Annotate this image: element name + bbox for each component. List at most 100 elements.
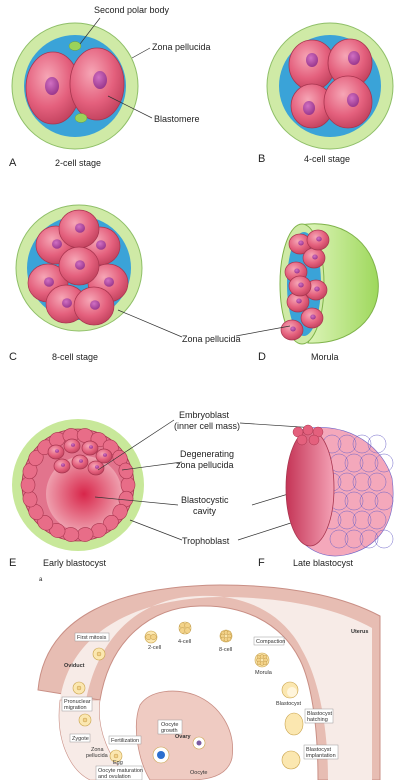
blastomere bbox=[263, 661, 267, 665]
nucleus bbox=[347, 93, 359, 107]
blastomere bbox=[77, 686, 81, 690]
label-zona-sub: pellucida bbox=[86, 753, 109, 759]
label-implantation-sub: implantation bbox=[306, 753, 336, 759]
nucleus bbox=[75, 260, 85, 270]
trophoblast-cell bbox=[375, 530, 393, 548]
nucleus bbox=[306, 53, 318, 67]
nucleus bbox=[52, 239, 62, 249]
trophoblast-cell bbox=[21, 477, 35, 493]
label-cavity: Blastocystic bbox=[181, 495, 229, 505]
nucleus bbox=[90, 300, 100, 310]
oocyte-in-follicle bbox=[157, 751, 165, 759]
panel-b: B 4-cell stage bbox=[258, 23, 393, 165]
nucleus bbox=[298, 283, 304, 288]
nucleus bbox=[314, 287, 320, 292]
blastomere bbox=[185, 623, 191, 629]
stage-title: 4-cell stage bbox=[304, 154, 350, 164]
blastomere bbox=[227, 637, 231, 641]
nucleus bbox=[96, 240, 106, 250]
nucleus bbox=[79, 459, 83, 463]
panel-letter: D bbox=[258, 351, 266, 363]
hatching-blastocyst bbox=[285, 713, 303, 735]
blastomere bbox=[151, 634, 157, 640]
trophoblast-cell bbox=[368, 435, 386, 453]
panel-a: Second polar body Zona pellucida Blastom… bbox=[9, 5, 211, 169]
nucleus bbox=[310, 315, 316, 320]
nucleus bbox=[44, 277, 54, 287]
label-4-cell: 4-cell bbox=[178, 639, 191, 645]
blastomere bbox=[185, 628, 191, 634]
panel-letter: B bbox=[258, 153, 265, 165]
label-degenerating: Degenerating bbox=[180, 449, 234, 459]
inner-cell bbox=[303, 425, 313, 435]
polar-body bbox=[75, 114, 87, 123]
label-blastocyst: Blastocyst bbox=[276, 701, 302, 707]
nucleus bbox=[95, 465, 99, 469]
panel-letter: A bbox=[9, 157, 17, 169]
nucleus bbox=[348, 51, 360, 65]
label-2-cell: 2-cell bbox=[148, 645, 161, 651]
trophoblast-cell bbox=[121, 477, 135, 493]
label-fertilization: Fertilization bbox=[111, 738, 139, 744]
panel-letter: F bbox=[258, 557, 265, 569]
label-trophoblast: Trophoblast bbox=[182, 536, 230, 546]
panel-letter-a: a bbox=[39, 577, 43, 583]
nucleus bbox=[290, 327, 296, 332]
inner-cell bbox=[309, 435, 319, 445]
stage-title: Early blastocyst bbox=[43, 558, 107, 568]
label-degenerating-sub: zona pellucida bbox=[176, 460, 234, 470]
reproductive-tract-panel: a First mitosis 2-cell 4-cell 8-cell Com… bbox=[38, 577, 380, 780]
stage-title: 8-cell stage bbox=[52, 352, 98, 362]
panel-e: E Early blastocyst bbox=[9, 419, 182, 569]
polar-body bbox=[69, 42, 81, 51]
nucleus bbox=[296, 299, 302, 304]
label-hatching-sub: hatching bbox=[307, 717, 328, 723]
label-oocyte: Oocyte bbox=[190, 770, 207, 776]
oocyte bbox=[197, 741, 202, 746]
label-zygote: Zygote bbox=[72, 736, 89, 742]
panel-d: Zona pellucida D Morula bbox=[182, 224, 378, 363]
blastocyst-cavity bbox=[287, 687, 297, 697]
nucleus bbox=[71, 443, 75, 447]
label-blastomere: Blastomere bbox=[154, 114, 200, 124]
blastomere bbox=[97, 652, 101, 656]
label-second-polar-body: Second polar body bbox=[94, 5, 170, 15]
nucleus bbox=[104, 277, 114, 287]
nucleus bbox=[75, 223, 85, 233]
cut-face bbox=[286, 430, 334, 546]
blastomere bbox=[83, 718, 87, 722]
label-uterus: Uterus bbox=[351, 629, 368, 635]
panel-c: C 8-cell stage bbox=[9, 205, 182, 363]
implanting-blastocyst bbox=[282, 751, 300, 769]
stage-title: Late blastocyst bbox=[293, 558, 354, 568]
nucleus bbox=[55, 449, 59, 453]
nucleus bbox=[93, 71, 107, 89]
label-cavity-sub: cavity bbox=[193, 506, 217, 516]
label-zona-pellucida: Zona pellucida bbox=[152, 42, 211, 52]
label-egg: Egg bbox=[113, 760, 123, 766]
stage-title: 2-cell stage bbox=[55, 158, 101, 168]
nucleus bbox=[103, 453, 107, 457]
inner-cell bbox=[297, 435, 307, 445]
stage-title: Morula bbox=[311, 352, 339, 362]
panel-letter: E bbox=[9, 557, 16, 569]
nucleus bbox=[294, 269, 300, 274]
blastomere bbox=[180, 623, 186, 629]
nucleus bbox=[61, 463, 65, 467]
nucleus bbox=[45, 77, 59, 95]
nucleus bbox=[62, 298, 72, 308]
nucleus bbox=[312, 255, 318, 260]
blastomere bbox=[180, 628, 186, 634]
nucleus bbox=[298, 241, 304, 246]
panel-letter: C bbox=[9, 351, 17, 363]
label-embryoblast: Embryoblast bbox=[179, 410, 230, 420]
nucleus bbox=[303, 101, 315, 115]
label-first-mitosis: First mitosis bbox=[77, 635, 107, 641]
label-morula: Morula bbox=[255, 670, 273, 676]
nucleus bbox=[316, 237, 322, 242]
label-pronuclear-sub: migration bbox=[64, 705, 87, 711]
label-zona-pellucida: Zona pellucida bbox=[182, 334, 241, 344]
label-ovary: Ovary bbox=[175, 734, 192, 740]
label-compaction: Compaction bbox=[256, 639, 285, 645]
